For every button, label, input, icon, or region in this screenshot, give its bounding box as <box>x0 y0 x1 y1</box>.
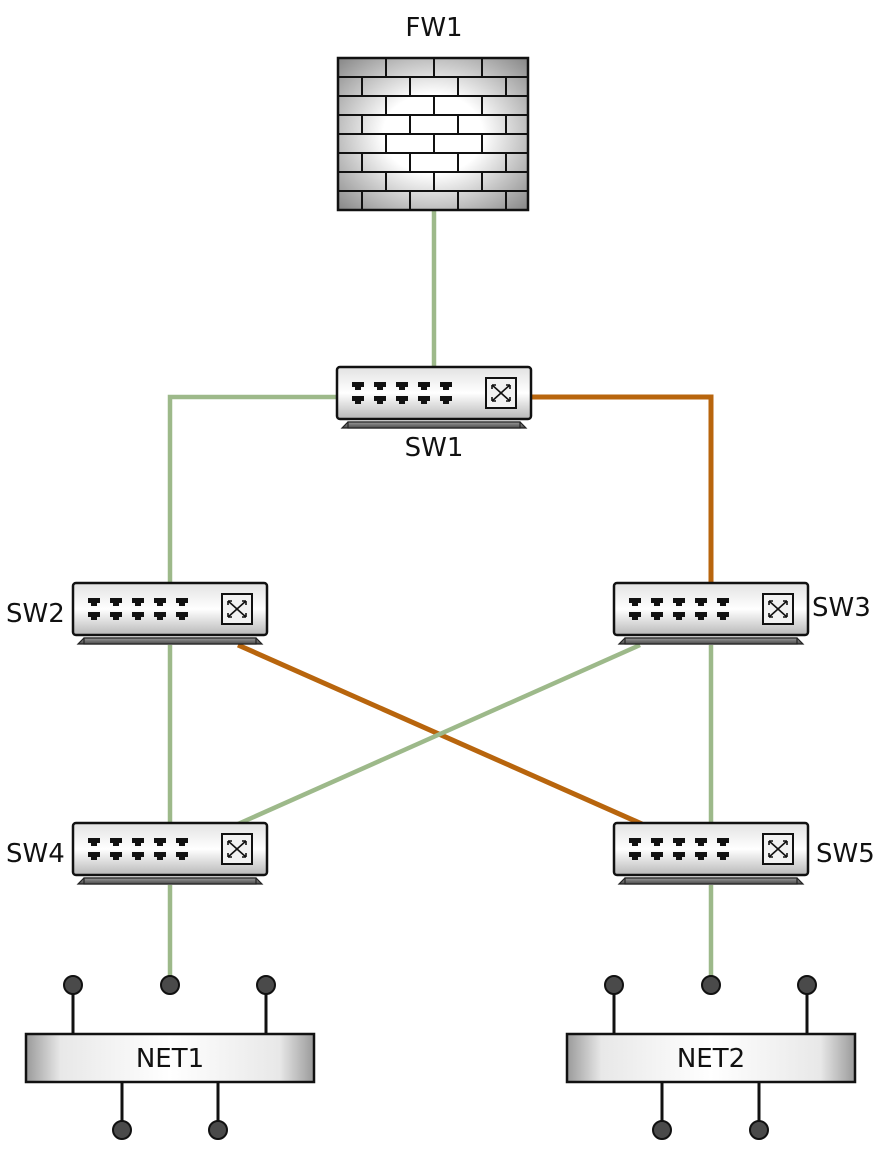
endpoint-dot <box>256 975 276 995</box>
endpoint-dot <box>63 975 83 995</box>
links-layer <box>167 208 714 985</box>
fw1-label: FW1 <box>405 13 462 43</box>
sw5-node[interactable] <box>614 823 808 884</box>
endpoint-dot <box>208 1120 228 1140</box>
sw4-label: SW4 <box>6 839 65 869</box>
sw1-label: SW1 <box>405 433 464 463</box>
switch-icon <box>614 823 808 884</box>
link-sw3-sw4 <box>237 642 641 827</box>
sw2-label: SW2 <box>6 599 65 629</box>
endpoint-dot <box>749 1120 769 1140</box>
sw4-node[interactable] <box>73 823 267 884</box>
sw2-node[interactable] <box>73 583 267 644</box>
endpoint-dot <box>604 975 624 995</box>
sw1-node[interactable] <box>337 367 531 428</box>
sw5-label: SW5 <box>816 839 875 869</box>
sw3-label: SW3 <box>812 593 871 623</box>
switch-icon <box>337 367 531 428</box>
net2-label: NET2 <box>677 1044 745 1074</box>
endpoint-dot <box>797 975 817 995</box>
link-sw1-sw2 <box>167 394 340 584</box>
sw3-node[interactable] <box>614 583 808 644</box>
fw1-node[interactable]: FW1 <box>336 13 530 212</box>
endpoint-dot <box>112 1120 132 1140</box>
endpoint-dot <box>160 975 180 995</box>
net1-label: NET1 <box>136 1044 204 1074</box>
endpoint-dot <box>701 975 721 995</box>
switch-icon <box>614 583 808 644</box>
net2-node[interactable]: NET2 <box>565 975 857 1140</box>
brick-wall-icon <box>336 56 530 212</box>
switch-icon <box>73 823 267 884</box>
switch-icon <box>73 583 267 644</box>
net1-node[interactable]: NET1 <box>24 975 316 1140</box>
endpoint-dot <box>652 1120 672 1140</box>
link-sw1-sw3 <box>530 394 714 584</box>
